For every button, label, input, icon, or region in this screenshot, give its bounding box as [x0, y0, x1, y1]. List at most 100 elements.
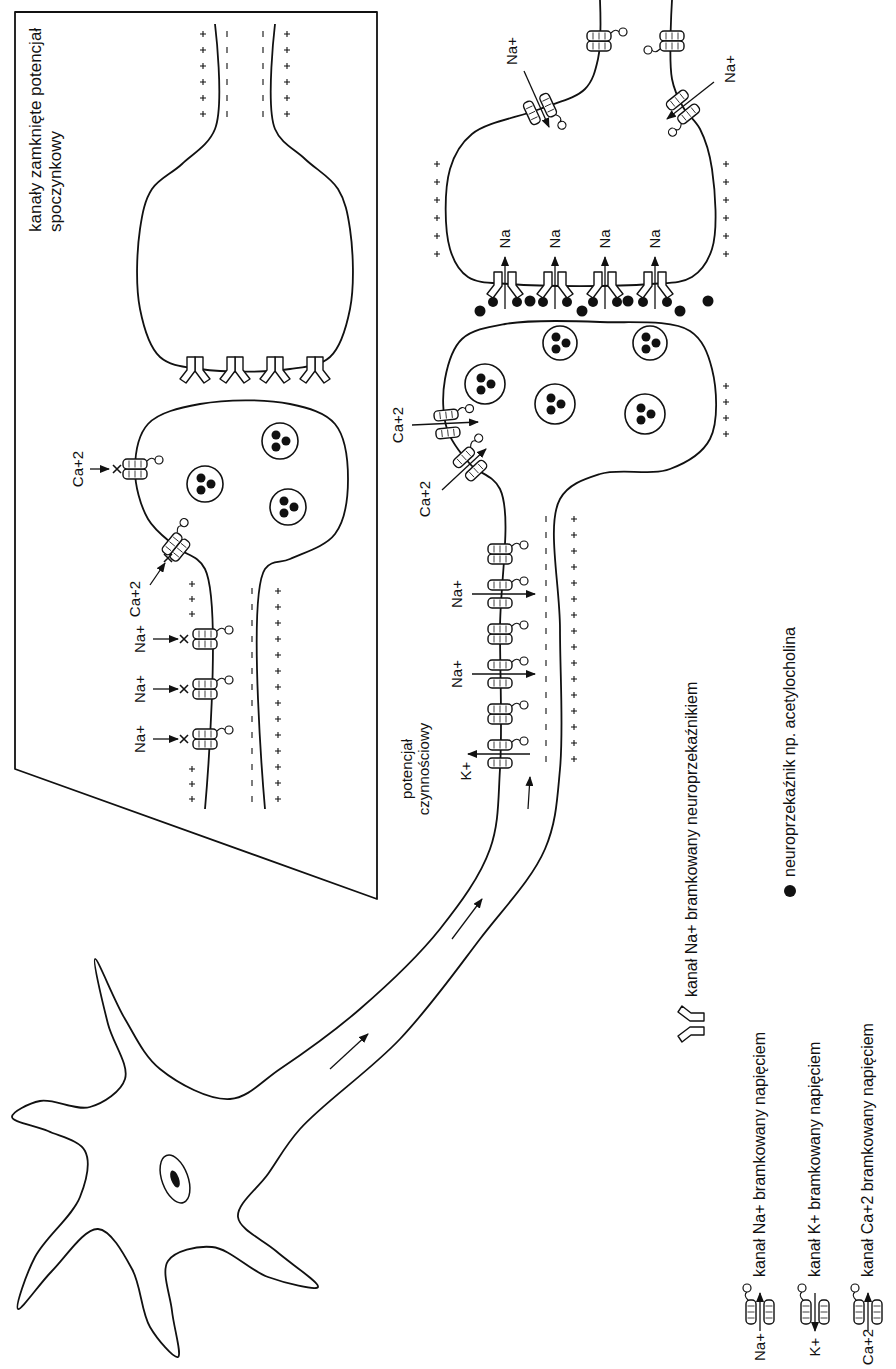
gate-ball [178, 517, 189, 528]
channel-stripe [670, 101, 674, 106]
channel-stripe [205, 741, 206, 748]
gate-chain [512, 703, 520, 706]
channel-subunit [764, 1300, 774, 1324]
synaptic-vesicle [270, 489, 306, 525]
channel-stripe [605, 33, 606, 40]
channel-stripe [593, 43, 594, 50]
channel-stripe [439, 412, 441, 419]
channel-stripe [691, 107, 695, 112]
channel-subunit [587, 31, 611, 41]
ion-label: Na+ [751, 1333, 768, 1361]
channel-stripe [199, 641, 200, 648]
gate-ball [557, 120, 568, 131]
panel-text: kanały zamknięte potencjał spoczynkowy [26, 27, 67, 232]
channel-stripe [441, 430, 443, 437]
channel-stripe [675, 97, 679, 102]
channel-stripe [135, 461, 136, 468]
channel-stripe [506, 600, 507, 607]
gate-ball [798, 1284, 806, 1292]
channel-stripe [494, 760, 495, 767]
channel-subunit [587, 41, 611, 51]
channel-stripe [494, 716, 495, 723]
neurotransmitter-dot [623, 296, 634, 307]
channel-stripe [199, 631, 200, 638]
channel-stripe [506, 760, 507, 767]
channel-stripe [494, 742, 495, 749]
channel-subunit [637, 272, 652, 298]
channel-subunit [488, 624, 512, 634]
channel-stripe [205, 691, 206, 698]
channel-stripe [457, 459, 462, 464]
inset-panel: kanały zamknięte potencjał spoczynkowy [12, 9, 380, 929]
neurotransmitter-dot [207, 480, 216, 489]
channel-stripe [748, 1318, 755, 1319]
channel-stripe [506, 582, 507, 589]
ion-arrow [90, 468, 109, 469]
gate-chain [217, 678, 225, 681]
channel-subunit [678, 1006, 704, 1021]
gate-ball [851, 1284, 859, 1292]
channel-stripe [129, 471, 130, 478]
voltage-gated-channel [644, 31, 684, 54]
positive-charge [723, 383, 729, 437]
ion-arrow [759, 1293, 760, 1331]
channel-subunit [488, 740, 512, 750]
neurotransmitter-dot [562, 339, 571, 348]
channel-stripe [526, 106, 532, 109]
channel-stripe [445, 412, 447, 419]
gate-ball [225, 726, 233, 734]
ion-label: K+ [806, 1338, 823, 1357]
channel-stripe [500, 636, 501, 643]
neurotransmitter-dot [647, 410, 656, 419]
voltage-gated-channel [587, 28, 627, 51]
neurotransmitter-dot [525, 296, 536, 307]
ion-arrow [468, 753, 530, 754]
channel-stripe [803, 1306, 810, 1307]
ion-arrow [153, 688, 178, 689]
channel-stripe [169, 542, 174, 546]
channel-subunit [195, 357, 210, 383]
channel-subunit [434, 409, 459, 421]
gate-ball [520, 701, 528, 709]
negative-charge [226, 31, 227, 117]
neurotransmitter-dot [547, 394, 556, 403]
channel-stripe [506, 680, 507, 687]
channel-stripe [141, 471, 142, 478]
gate-ball [520, 621, 528, 629]
positive-charge [434, 161, 440, 257]
channel-stripe [500, 600, 501, 607]
inset-postsynaptic-outline [137, 24, 353, 372]
channel-subunit [123, 459, 147, 469]
gate-chain [512, 543, 520, 546]
channel-stripe [506, 626, 507, 633]
channel-stripe [599, 43, 600, 50]
gate-chain [217, 628, 225, 631]
channel-subunit [487, 272, 502, 298]
voltage-gated-channel [488, 737, 528, 768]
channel-stripe [461, 455, 466, 460]
channel-subunit [539, 92, 558, 118]
neurotransmitter-dot [477, 386, 486, 395]
channel-stripe [500, 742, 501, 749]
vesicle-membrane [633, 326, 667, 360]
calcium-channel [123, 456, 163, 479]
channel-stripe [542, 98, 548, 101]
synaptic-vesicle [535, 384, 575, 424]
channel-stripe [686, 111, 690, 116]
ion-arrow [667, 82, 714, 119]
channel-stripe [500, 546, 501, 553]
channel-stripe [531, 117, 537, 120]
channel-stripe [748, 1306, 755, 1307]
neurotransmitter-dot [577, 306, 588, 317]
channel-stripe [211, 741, 212, 748]
ion-arrow [472, 673, 535, 674]
neurotransmitter-dot [477, 374, 486, 383]
channel-subunit [488, 634, 512, 644]
positive-charge [189, 581, 195, 617]
ion-label: Na [496, 229, 513, 248]
channel-stripe [766, 1312, 773, 1313]
gate-chain [457, 407, 465, 411]
channel-stripe [494, 636, 495, 643]
gate-ball [465, 404, 474, 413]
